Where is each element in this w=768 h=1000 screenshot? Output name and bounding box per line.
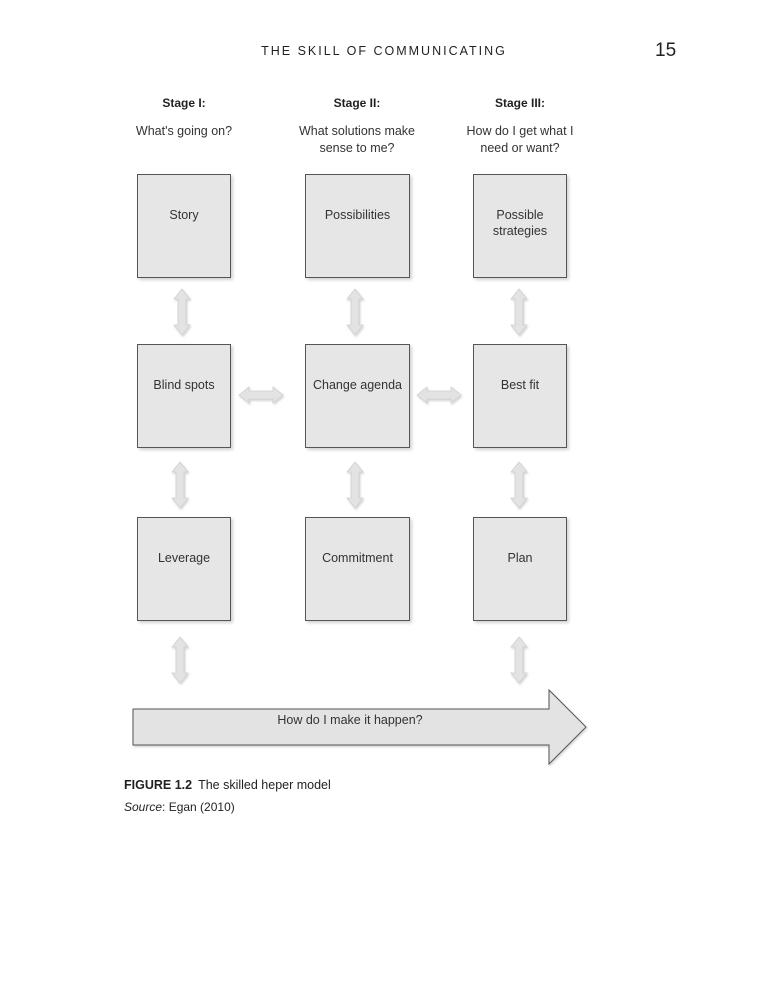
big-right-arrow xyxy=(132,688,587,766)
vertical-double-arrow xyxy=(346,288,364,336)
figure-caption: FIGURE 1.2 The skilled heper model xyxy=(124,778,331,792)
horizontal-double-arrow xyxy=(416,386,462,404)
vertical-double-arrow xyxy=(510,461,528,509)
vertical-double-arrow xyxy=(173,288,191,336)
box-possible-strategies: Possible strategies xyxy=(473,174,567,278)
box-plan: Plan xyxy=(473,517,567,621)
box-change-agenda: Change agenda xyxy=(305,344,410,448)
vertical-double-arrow xyxy=(346,461,364,509)
vertical-double-arrow xyxy=(510,636,528,684)
box-story: Story xyxy=(137,174,231,278)
big-arrow-label: How do I make it happen? xyxy=(277,713,423,727)
box-possibilities: Possibilities xyxy=(305,174,410,278)
figure-source: Source: Egan (2010) xyxy=(124,800,235,814)
vertical-double-arrow xyxy=(510,288,528,336)
running-head: THE SKILL OF COMMUNICATING xyxy=(261,44,507,58)
vertical-double-arrow xyxy=(171,636,189,684)
vertical-double-arrow xyxy=(171,461,189,509)
source-label: Source xyxy=(124,800,163,814)
box-blind-spots: Blind spots xyxy=(137,344,231,448)
stage-3-question: How do I get what I need or want? xyxy=(466,124,574,155)
stage-1-header: Stage I: xyxy=(162,96,206,110)
box-commitment: Commitment xyxy=(305,517,410,621)
page-number: 15 xyxy=(655,40,677,61)
source-text: : Egan (2010) xyxy=(162,800,235,814)
figure-label: FIGURE 1.2 xyxy=(124,778,193,792)
stage-1-question: What's going on? xyxy=(135,124,233,138)
stage-2-question: What solutions make sense to me? xyxy=(298,124,416,155)
figure-caption-text: The skilled heper model xyxy=(198,778,331,792)
stage-2-header: Stage II: xyxy=(333,96,381,110)
box-best-fit: Best fit xyxy=(473,344,567,448)
box-leverage: Leverage xyxy=(137,517,231,621)
stage-3-header: Stage III: xyxy=(494,96,545,110)
horizontal-double-arrow xyxy=(238,386,284,404)
